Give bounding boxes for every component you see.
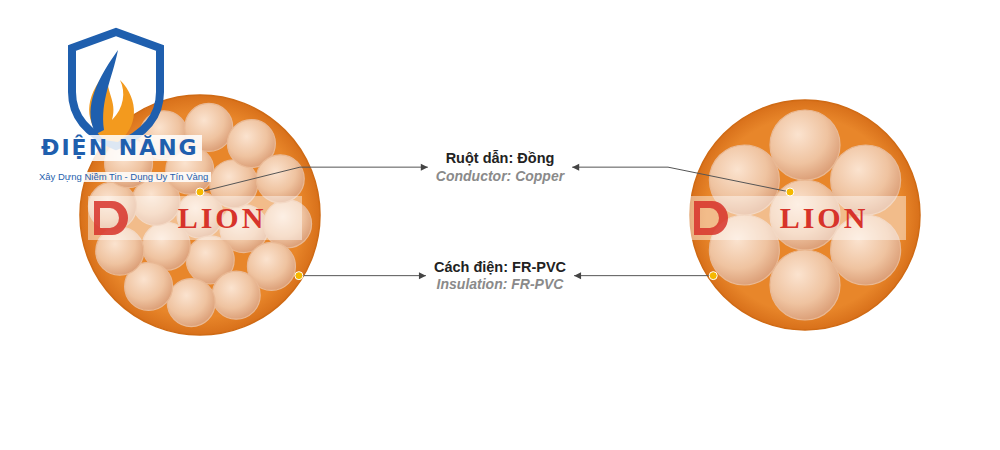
arrowhead [421,164,428,171]
copper-strand [256,155,304,203]
brand-slogan: Xây Dựng Niềm Tin - Dụng Uy Tín Vàng [36,172,211,183]
watermark-left [88,196,302,240]
arrowhead [574,272,581,279]
pointer-dot [295,272,303,280]
leader-line [574,275,713,276]
watermark-right [688,196,906,240]
copper-strand [212,271,260,319]
logo-shield [72,32,160,146]
pointer-dot [786,188,794,196]
copper-strand [770,110,840,180]
watermark-logo [694,201,728,235]
company-logo [72,32,160,146]
pointer-dot [196,188,204,196]
copper-strand [770,250,840,320]
watermark-text: LION [780,201,869,236]
watermark-text: LION [178,201,267,236]
part-name: Cách điện: FR-PVC [434,259,566,276]
logo-flame [91,50,118,134]
watermark-logo [94,201,128,235]
leader-line [572,167,790,192]
leader-line [299,275,426,276]
part-name-english: Insulation: FR-PVC [437,276,564,292]
pointer-dot [709,272,717,280]
part-name: Ruột dẫn: Đồng [446,150,555,167]
watermark-band [688,196,906,240]
watermark-band [88,196,302,240]
brand-name: ĐIỆN NĂNG [38,135,202,160]
leader-lines [196,164,794,280]
leader-line [200,167,428,192]
arrowhead [572,164,579,171]
copper-strand [167,279,215,327]
arrowhead [419,272,426,279]
part-name-english: Conductor: Copper [436,168,564,184]
